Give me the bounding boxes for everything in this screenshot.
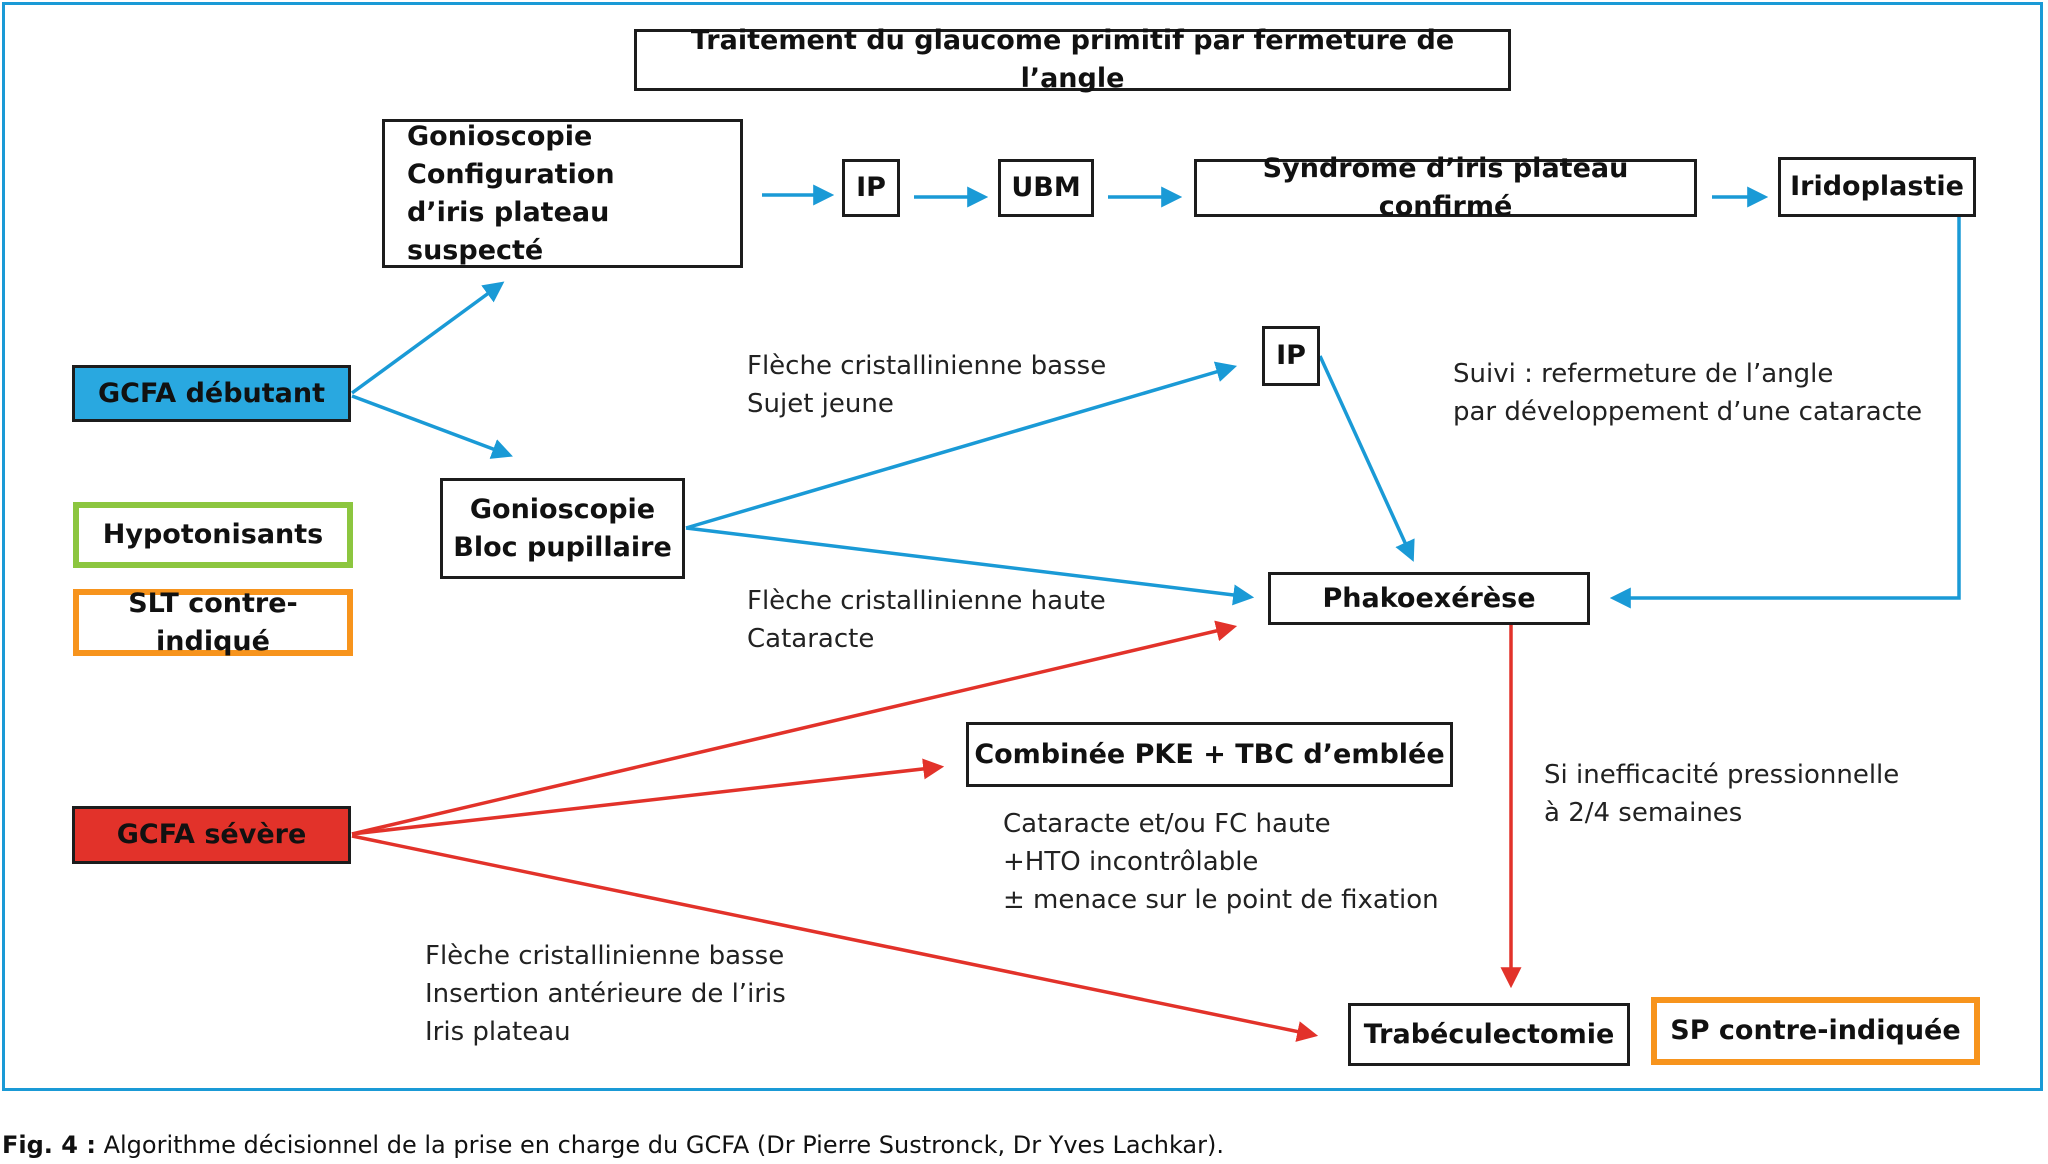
label-suivi-refermeture: Suivi : refermeture de l’angle par dével… (1453, 359, 1923, 427)
caption-prefix: Fig. 4 : (2, 1131, 96, 1159)
node-syndrome-iris-plateau: Syndrome d’iris plateau confirmé (1194, 153, 1697, 222)
label-si-inefficacite: Si inefficacité pressionnelle à 2/4 sema… (1544, 760, 1900, 828)
arrow-bloc-to-phakoexerese (685, 526, 1255, 606)
title-box: Traitement du glaucome primitif par ferm… (634, 25, 1511, 94)
node-slt-contre-indique: SLT contre-indiqué (73, 588, 353, 657)
label-fleche-haute-cataracte: Flèche cristallinienne haute Cataracte (747, 586, 1106, 654)
node-gcfa-debutant: GCFA débutant (72, 365, 351, 422)
arrow-iridoplastie-to-phakoexerese (1609, 217, 1961, 609)
arrow-debutant-to-gonioscopie-bloc (351, 394, 513, 459)
label-fleche-basse-iris-plateau: Flèche cristallinienne basse Insertion a… (425, 941, 786, 1047)
node-sp-contre-indiquee: SP contre-indiquée (1651, 997, 1980, 1065)
arrow-severe-to-trabeculectomie (351, 834, 1319, 1042)
figure-caption: Fig. 4 : Algorithme décisionnel de la pr… (2, 1131, 1224, 1159)
arrow-debutant-to-gonioscopie-plateau (350, 281, 505, 395)
node-gonioscopie-bloc: Gonioscopie Bloc pupillaire (440, 478, 685, 579)
node-gcfa-severe: GCFA sévère (72, 806, 351, 864)
arrow-bloc-to-ip-mid (685, 361, 1238, 530)
diagram-title: Traitement du glaucome primitif par ferm… (690, 25, 1455, 94)
arrow-ip-mid-to-phakoexerese (1318, 355, 1415, 562)
arrow-severe-to-phakoexerese (351, 620, 1238, 836)
node-combinee-pke-tbc: Combinée PKE + TBC d’emblée (966, 722, 1453, 787)
node-ip-top: IP (842, 159, 900, 217)
caption-text: Algorithme décisionnel de la prise en ch… (95, 1131, 1224, 1159)
label-cataracte-fc-haute: Cataracte et/ou FC haute +HTO incontrôla… (1003, 809, 1439, 915)
arrow-severe-to-combinee (351, 758, 945, 836)
diagram-frame (2, 2, 2043, 1091)
node-trabeculectomie: Trabéculectomie (1348, 1003, 1630, 1066)
node-phakoexerese: Phakoexérèse (1268, 572, 1590, 625)
node-iridoplastie: Iridoplastie (1778, 157, 1976, 217)
node-hypotonisants: Hypotonisants (73, 502, 353, 568)
label-fleche-basse-sujet-jeune: Flèche cristallinienne basse Sujet jeune (747, 351, 1107, 419)
node-gonioscopie-plateau: Gonioscopie Configuration d’iris plateau… (382, 119, 743, 268)
node-ubm: UBM (998, 159, 1094, 217)
node-ip-mid: IP (1262, 326, 1320, 386)
